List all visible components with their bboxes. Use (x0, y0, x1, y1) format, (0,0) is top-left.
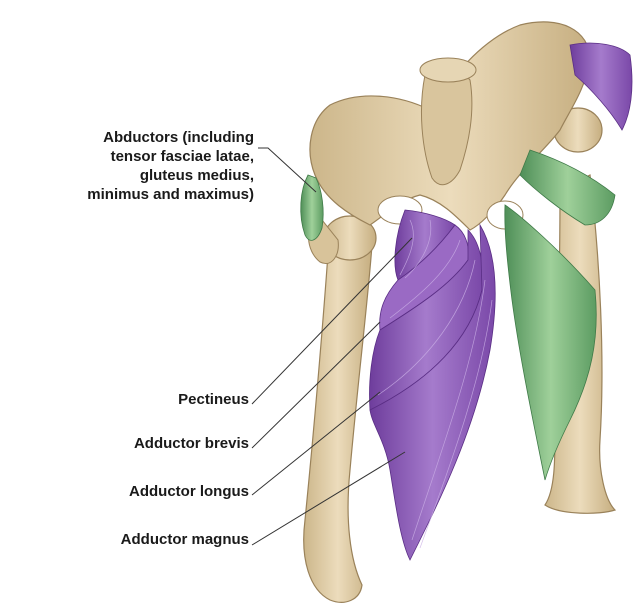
vertebra (420, 58, 476, 82)
abductors-label-line3: gluteus medius, (87, 166, 254, 185)
abductors-label-line2: tensor fasciae latae, (87, 147, 254, 166)
abductors-label-line1: Abductors (including (87, 128, 254, 147)
pectineus-label: Pectineus (178, 390, 249, 409)
right-abductor-muscle-upper (520, 150, 615, 225)
abductors-label-line4: minimus and maximus) (87, 185, 254, 204)
adductor-brevis-label: Adductor brevis (134, 434, 249, 453)
abductors-label: Abductors (including tensor fasciae lata… (87, 128, 254, 204)
adductor-longus-label: Adductor longus (129, 482, 249, 501)
adductor-magnus-label: Adductor magnus (121, 530, 249, 549)
left-femur (304, 225, 372, 602)
